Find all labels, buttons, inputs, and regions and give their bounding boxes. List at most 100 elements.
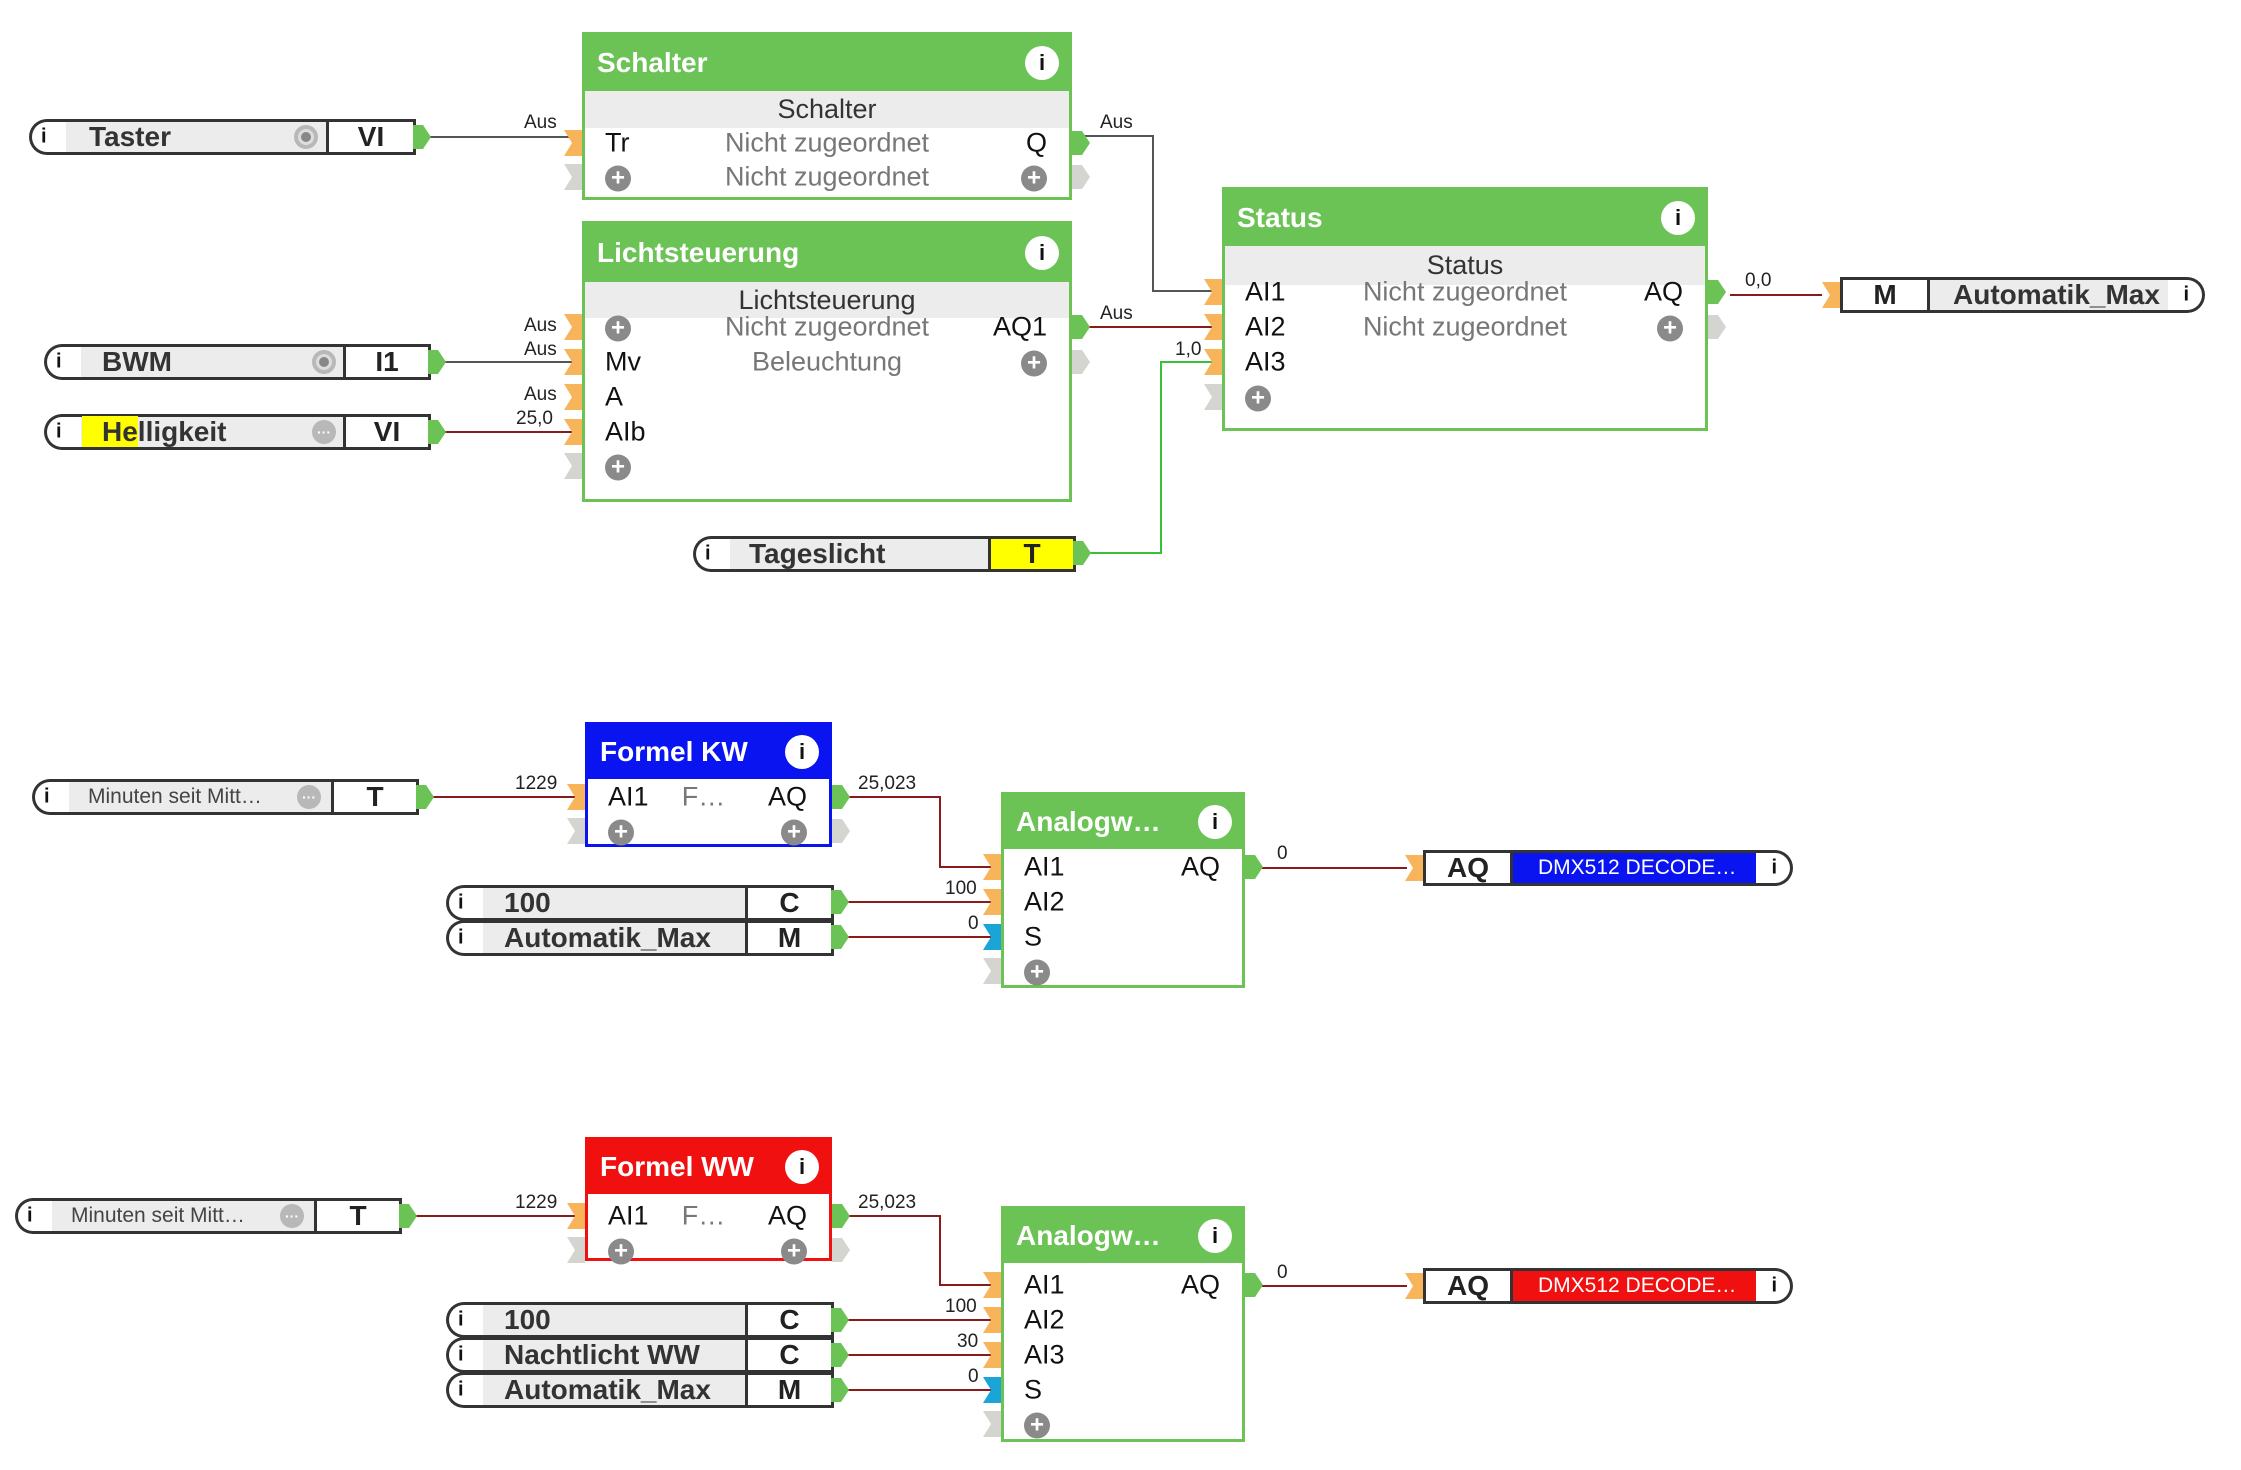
- input-pin[interactable]: [1204, 279, 1222, 305]
- input-pin[interactable]: [983, 854, 1001, 880]
- unused-output-pin[interactable]: [832, 1238, 850, 1262]
- output-dmx-ww[interactable]: AQ DMX512 DECODE… i: [1423, 1268, 1793, 1304]
- unused-input-pin[interactable]: [1204, 384, 1222, 410]
- add-connector-icon[interactable]: +: [1021, 161, 1047, 192]
- info-icon[interactable]: i: [1198, 805, 1232, 839]
- info-icon[interactable]: i: [41, 125, 47, 148]
- add-connector-icon[interactable]: +: [1245, 381, 1271, 412]
- add-connector-icon[interactable]: +: [1021, 346, 1047, 377]
- input-pin[interactable]: [567, 784, 585, 810]
- input-const-100-kw[interactable]: i 100 C: [446, 885, 834, 921]
- input-pin[interactable]: [1822, 282, 1840, 308]
- add-connector-icon[interactable]: +: [605, 450, 631, 481]
- input-taster[interactable]: i Taster VI: [29, 119, 416, 155]
- add-connector-icon[interactable]: +: [781, 815, 807, 846]
- input-nachtlicht-ww[interactable]: i Nachtlicht WW C: [446, 1337, 834, 1373]
- info-icon[interactable]: i: [785, 1150, 819, 1184]
- input-pin[interactable]: [564, 384, 582, 410]
- unused-output-pin[interactable]: [1072, 350, 1090, 374]
- block-header[interactable]: Analogw…i: [1004, 1209, 1242, 1263]
- info-icon[interactable]: i: [1198, 1219, 1232, 1253]
- input-automatik-max-ww[interactable]: i Automatik_Max M: [446, 1372, 834, 1408]
- unused-input-pin[interactable]: [983, 958, 1001, 984]
- unused-input-pin[interactable]: [983, 1411, 1001, 1437]
- output-pin[interactable]: [831, 1308, 849, 1332]
- output-dmx-kw[interactable]: AQ DMX512 DECODE… i: [1423, 850, 1793, 886]
- input-pin[interactable]: [983, 1272, 1001, 1298]
- trigger-input-pin[interactable]: [983, 924, 1001, 950]
- input-minuten-ww[interactable]: i Minuten seit Mitt… ··· T: [15, 1198, 402, 1234]
- input-pin[interactable]: [983, 1342, 1001, 1368]
- input-pin[interactable]: [564, 419, 582, 445]
- input-helligkeit[interactable]: i Helligkeit ··· VI: [44, 414, 431, 450]
- input-minuten-kw[interactable]: i Minuten seit Mitt… ··· T: [32, 779, 419, 815]
- unused-input-pin[interactable]: [564, 164, 582, 190]
- info-icon[interactable]: i: [458, 1343, 464, 1366]
- unused-output-pin[interactable]: [832, 819, 850, 843]
- output-pin[interactable]: [831, 1378, 849, 1402]
- output-pin[interactable]: [416, 785, 434, 809]
- info-icon[interactable]: i: [1661, 201, 1695, 235]
- trigger-input-pin[interactable]: [983, 1377, 1001, 1403]
- output-pin[interactable]: [831, 890, 849, 914]
- input-tageslicht[interactable]: i Tageslicht T: [693, 536, 1076, 572]
- input-pin[interactable]: [1204, 349, 1222, 375]
- output-pin[interactable]: [1072, 131, 1090, 155]
- output-pin[interactable]: [1708, 280, 1726, 304]
- output-pin[interactable]: [1073, 541, 1091, 565]
- output-pin[interactable]: [413, 125, 431, 149]
- info-icon[interactable]: i: [2183, 283, 2189, 306]
- input-pin[interactable]: [1405, 855, 1423, 881]
- add-connector-icon[interactable]: +: [781, 1234, 807, 1265]
- output-pin[interactable]: [831, 925, 849, 949]
- info-icon[interactable]: i: [785, 735, 819, 769]
- info-icon[interactable]: i: [458, 891, 464, 914]
- add-connector-icon[interactable]: +: [605, 311, 631, 342]
- output-pin[interactable]: [1072, 315, 1090, 339]
- input-pin[interactable]: [564, 314, 582, 340]
- unused-output-pin[interactable]: [1708, 315, 1726, 339]
- input-pin[interactable]: [983, 889, 1001, 915]
- info-icon[interactable]: i: [56, 420, 62, 443]
- block-header[interactable]: Analogw…i: [1004, 795, 1242, 849]
- input-pin[interactable]: [564, 130, 582, 156]
- output-pin[interactable]: [428, 420, 446, 444]
- info-icon[interactable]: i: [56, 350, 62, 373]
- add-connector-icon[interactable]: +: [608, 1234, 634, 1265]
- info-icon[interactable]: i: [705, 542, 711, 565]
- info-icon[interactable]: i: [44, 785, 50, 808]
- info-icon[interactable]: i: [458, 1308, 464, 1331]
- info-icon[interactable]: i: [1771, 1274, 1777, 1297]
- add-connector-icon[interactable]: +: [1657, 311, 1683, 342]
- input-pin[interactable]: [567, 1203, 585, 1229]
- output-pin[interactable]: [831, 1343, 849, 1367]
- info-icon[interactable]: i: [458, 926, 464, 949]
- output-pin[interactable]: [832, 785, 850, 809]
- add-connector-icon[interactable]: +: [1024, 955, 1050, 986]
- unused-output-pin[interactable]: [1072, 165, 1090, 189]
- output-pin[interactable]: [428, 350, 446, 374]
- unused-input-pin[interactable]: [567, 1237, 585, 1263]
- input-automatik-max-kw[interactable]: i Automatik_Max M: [446, 920, 834, 956]
- info-icon[interactable]: i: [1025, 236, 1059, 270]
- output-pin[interactable]: [1245, 1273, 1263, 1297]
- output-pin[interactable]: [1245, 855, 1263, 879]
- unused-input-pin[interactable]: [567, 818, 585, 844]
- input-const-100-ww[interactable]: i 100 C: [446, 1302, 834, 1338]
- info-icon[interactable]: i: [458, 1378, 464, 1401]
- input-bwm[interactable]: i BWM I1: [44, 344, 431, 380]
- info-icon[interactable]: i: [1771, 856, 1777, 879]
- add-connector-icon[interactable]: +: [605, 161, 631, 192]
